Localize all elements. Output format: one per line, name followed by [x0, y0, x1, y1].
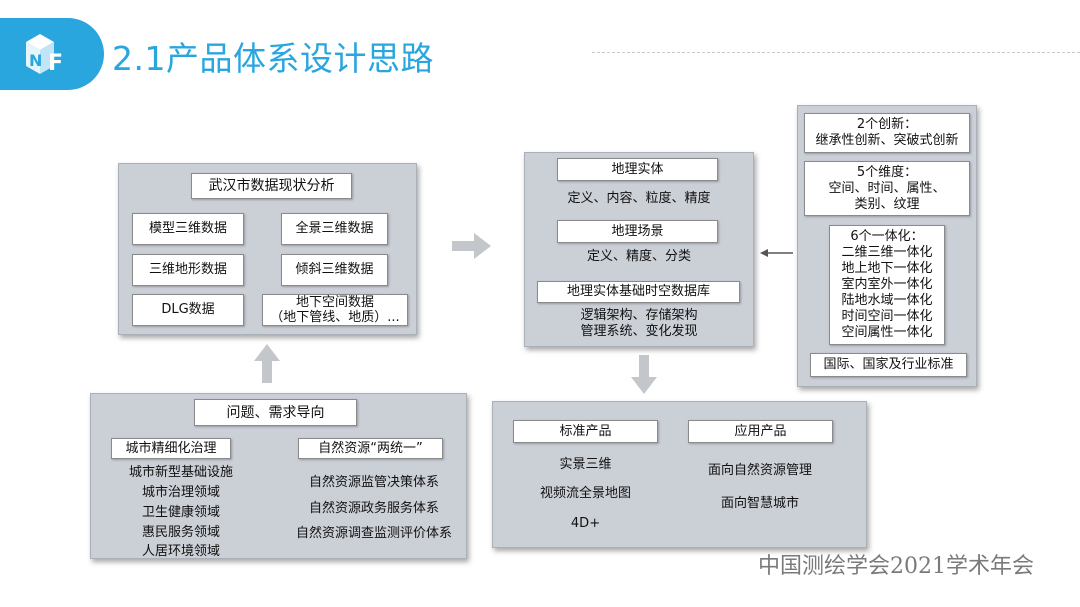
resource-item: 自然资源调查监测评价体系 — [295, 526, 452, 541]
data-item-dlg: DLG数据 — [132, 294, 244, 326]
conference-footer: 中国测绘学会2021学术年会 — [758, 554, 1034, 579]
city-item: 卫生健康领域 — [141, 505, 220, 520]
geo-scene-desc: 定义、精度、分类 — [586, 249, 691, 264]
demand-panel — [90, 393, 467, 559]
demand-title: 问题、需求导向 — [194, 399, 357, 426]
integration-item: 陆地水域一体化 — [841, 293, 933, 308]
data-item-underground: 地下空间数据 （地下管线、地质）... — [262, 294, 408, 326]
spatiotemporal-db-title: 地理实体基础时空数据库 — [537, 281, 740, 303]
standards-box: 国际、国家及行业标准 — [810, 353, 967, 377]
data-item-panorama-3d: 全景三维数据 — [281, 213, 388, 245]
status-analysis-title: 武汉市数据现状分析 — [191, 173, 352, 199]
geo-entity-title: 地理实体 — [557, 158, 718, 181]
dimension-line: 空间、时间、属性、 — [828, 180, 946, 196]
application-products-title: 应用产品 — [688, 420, 833, 443]
integration-item: 地上地下一体化 — [841, 261, 933, 276]
resource-item: 自然资源政务服务体系 — [308, 501, 439, 516]
integration-box: 6个一体化： 二维三维一体化 地上地下一体化 室内室外一体化 陆地水域一体化 时… — [829, 225, 945, 345]
svg-text:F: F — [48, 51, 63, 76]
application-product-item: 面向自然资源管理 — [707, 463, 812, 478]
dimension-heading: 5个维度： — [856, 164, 918, 180]
header-divider — [592, 52, 1080, 53]
page-title: 2.1产品体系设计思路 — [112, 39, 434, 78]
geo-scene-title: 地理场景 — [557, 220, 718, 243]
city-item: 惠民服务领域 — [141, 525, 220, 540]
data-item-oblique-3d: 倾斜三维数据 — [281, 254, 388, 286]
geo-entity-desc: 定义、内容、粒度、精度 — [567, 191, 711, 206]
arrow-right-icon — [452, 233, 491, 259]
dimension-box: 5个维度： 空间、时间、属性、 类别、纹理 — [804, 161, 970, 216]
svg-text:N: N — [29, 51, 42, 70]
logo-icon: N F — [26, 34, 63, 76]
underground-line-1: 地下空间数据 — [295, 295, 374, 310]
underground-line-2: （地下管线、地质）... — [270, 310, 400, 325]
geo-entity-panel — [524, 152, 754, 347]
standard-products-title: 标准产品 — [513, 420, 658, 443]
standard-product-item: 视频流全景地图 — [539, 486, 631, 501]
db-desc-line: 逻辑架构、存储架构 — [580, 308, 698, 323]
city-governance-heading: 城市精细化治理 — [111, 438, 231, 459]
standard-product-item: 4D+ — [570, 516, 601, 531]
logo: N F — [0, 18, 104, 90]
integration-item: 室内室外一体化 — [841, 277, 933, 292]
city-item: 城市新型基础设施 — [128, 465, 233, 480]
natural-resource-heading: 自然资源“两统一” — [298, 438, 443, 459]
integration-item: 时间空间一体化 — [841, 309, 933, 324]
dimension-line: 类别、纹理 — [854, 196, 920, 212]
db-desc-line: 管理系统、变化发现 — [580, 324, 698, 339]
standard-product-item: 实景三维 — [559, 457, 612, 472]
innovation-heading: 2个创新： — [856, 117, 918, 132]
data-item-terrain-3d: 三维地形数据 — [132, 254, 244, 286]
city-item: 人居环境领域 — [141, 544, 220, 559]
data-item-model-3d: 模型三维数据 — [132, 213, 244, 245]
arrow-up-icon — [254, 344, 280, 383]
city-item: 城市治理领域 — [141, 485, 220, 500]
integration-item: 二维三维一体化 — [841, 245, 933, 260]
innovation-box: 2个创新： 继承性创新、突破式创新 — [804, 113, 970, 153]
arrow-left-icon — [760, 249, 793, 257]
innovation-desc: 继承性创新、突破式创新 — [815, 133, 959, 148]
integration-item: 空间属性一体化 — [841, 325, 933, 340]
integration-heading: 6个一体化： — [850, 229, 924, 244]
resource-item: 自然资源监管决策体系 — [308, 475, 439, 490]
arrow-down-icon — [631, 355, 657, 394]
application-product-item: 面向智慧城市 — [720, 496, 799, 511]
